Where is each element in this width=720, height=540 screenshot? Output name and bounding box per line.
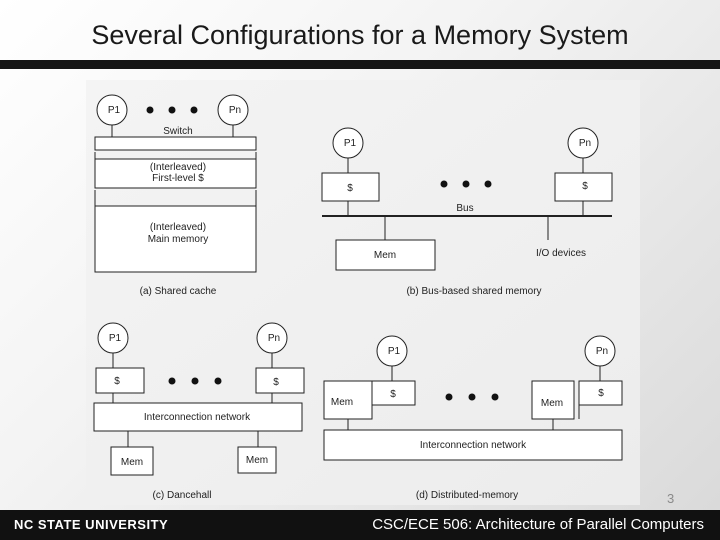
p1-label: P1 bbox=[344, 138, 357, 149]
memory-label: Mem bbox=[374, 250, 396, 261]
cache-1-label: $ bbox=[390, 389, 396, 400]
cache-box-n bbox=[554, 172, 613, 202]
ellipsis-dot bbox=[491, 393, 499, 401]
cache-box-n bbox=[255, 367, 305, 394]
diagram-distributed-memory bbox=[323, 335, 623, 461]
memory-n-label: Mem bbox=[246, 455, 268, 466]
processor-p1 bbox=[96, 94, 128, 126]
diagram-bus-based bbox=[321, 127, 613, 271]
cache-box-1 bbox=[321, 172, 380, 202]
interconnection-network-box bbox=[93, 402, 303, 432]
switch-label: Switch bbox=[163, 126, 192, 137]
memory-box-n bbox=[237, 446, 277, 474]
bus-label: Bus bbox=[456, 203, 473, 214]
pn-label: Pn bbox=[579, 138, 591, 149]
memory-box bbox=[335, 239, 436, 271]
cache-n-label: $ bbox=[598, 388, 604, 399]
network-label: Interconnection network bbox=[144, 412, 251, 423]
interconnection-network-box bbox=[323, 429, 623, 461]
slide-title: Several Configurations for a Memory Syst… bbox=[91, 20, 629, 50]
caption-a: (a) Shared cache bbox=[140, 286, 217, 297]
cache-n-label: $ bbox=[273, 377, 279, 388]
cache-label-line1: (Interleaved) bbox=[150, 162, 206, 173]
memory-label-line1: (Interleaved) bbox=[150, 222, 206, 233]
pn-label: Pn bbox=[229, 105, 241, 116]
title-divider bbox=[0, 60, 720, 69]
memory-box-n bbox=[531, 380, 575, 420]
memory-1-label: Mem bbox=[121, 457, 143, 468]
caption-d: (d) Distributed-memory bbox=[416, 490, 518, 501]
footer-bar: NC STATE UNIVERSITY CSC/ECE 506: Archite… bbox=[0, 510, 720, 540]
caption-c: (c) Dancehall bbox=[153, 490, 212, 501]
ellipsis-dot bbox=[168, 106, 176, 114]
ellipsis-dot bbox=[191, 377, 199, 385]
cache-n-label: $ bbox=[582, 181, 588, 192]
ellipsis-dot bbox=[214, 377, 222, 385]
university-logo: NC STATE UNIVERSITY bbox=[14, 517, 169, 532]
cache-1-label: $ bbox=[114, 376, 120, 387]
ellipsis-dot bbox=[468, 393, 476, 401]
memory-1-label: Mem bbox=[331, 397, 353, 408]
diagram-shared-cache bbox=[94, 94, 257, 273]
network-label: Interconnection network bbox=[420, 440, 527, 451]
ellipsis-dot bbox=[190, 106, 198, 114]
io-devices-label: I/O devices bbox=[536, 248, 586, 259]
ellipsis-dot bbox=[445, 393, 453, 401]
ellipsis-dot bbox=[168, 377, 176, 385]
ellipsis-dot bbox=[462, 180, 470, 188]
cache-label-line2: First-level $ bbox=[152, 173, 204, 184]
cache-box-n bbox=[578, 380, 623, 406]
diagram-dancehall bbox=[93, 322, 305, 476]
cache-1-label: $ bbox=[347, 183, 353, 194]
slide-number: 3 bbox=[667, 491, 675, 506]
p1-label: P1 bbox=[388, 346, 401, 357]
processor-pn bbox=[217, 94, 249, 126]
ellipsis-dot bbox=[440, 180, 448, 188]
main-memory-box bbox=[94, 205, 257, 273]
pn-label: Pn bbox=[268, 333, 280, 344]
p1-label: P1 bbox=[109, 333, 122, 344]
p1-label: P1 bbox=[108, 105, 121, 116]
pn-label: Pn bbox=[596, 346, 608, 357]
memory-box-1 bbox=[323, 380, 373, 420]
caption-b: (b) Bus-based shared memory bbox=[406, 286, 541, 297]
cache-box-1 bbox=[95, 367, 145, 394]
ellipsis-dot bbox=[146, 106, 154, 114]
course-title: CSC/ECE 506: Architecture of Parallel Co… bbox=[372, 516, 704, 533]
switch-box bbox=[94, 136, 257, 151]
first-level-cache-box bbox=[94, 158, 257, 189]
cache-box-1 bbox=[371, 380, 416, 406]
memory-label-line2: Main memory bbox=[148, 234, 209, 245]
ellipsis-dot bbox=[484, 180, 492, 188]
memory-box-1 bbox=[110, 446, 154, 476]
memory-n-label: Mem bbox=[541, 398, 563, 409]
